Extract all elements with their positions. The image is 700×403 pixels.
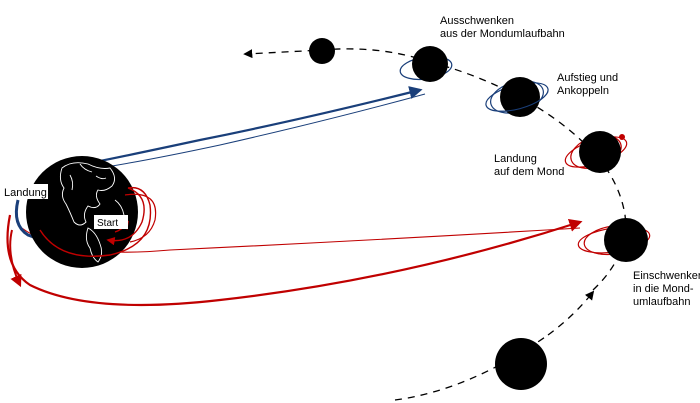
outbound-trajectory-outer xyxy=(6,214,583,307)
label-aufstieg: Aufstieg und Ankoppeln xyxy=(557,72,621,97)
start-label-box xyxy=(94,215,128,229)
landung-label-box xyxy=(2,184,48,199)
earth-orbit-red-upper xyxy=(124,193,157,243)
return-trajectory-thin xyxy=(99,93,426,169)
moon-path-arrow xyxy=(547,290,595,336)
label-ausschwenken: Ausschwenken aus der Mondumlaufbahn xyxy=(440,15,565,40)
lander-marker xyxy=(619,134,625,140)
earth xyxy=(26,156,157,268)
label-einschwenken: Einschwenken in die Mond- umlaufbahn xyxy=(633,270,700,308)
earth-continent-outlines xyxy=(59,162,125,263)
start-label: Start xyxy=(97,218,118,229)
moon-disc-icon xyxy=(604,218,648,262)
moon-disc-icon xyxy=(500,77,540,117)
moon-path-upper xyxy=(243,48,431,63)
moon-disc-icon xyxy=(309,38,335,64)
moon-einschwenken xyxy=(577,218,651,262)
moon-landung xyxy=(564,131,628,173)
earth-orbit-red-back xyxy=(39,186,152,257)
outbound-arrow-left xyxy=(9,229,22,288)
moon-ausschwenken xyxy=(399,46,453,82)
return-trajectory xyxy=(94,86,423,164)
moon-disc-icon xyxy=(579,131,621,173)
landung-label: Landung xyxy=(4,187,47,199)
moon-disc-icon xyxy=(495,338,547,390)
label-landung-mond: Landung auf dem Mond xyxy=(494,153,564,178)
moon-aufstieg xyxy=(485,77,549,117)
moon-disc-icon xyxy=(412,46,448,82)
